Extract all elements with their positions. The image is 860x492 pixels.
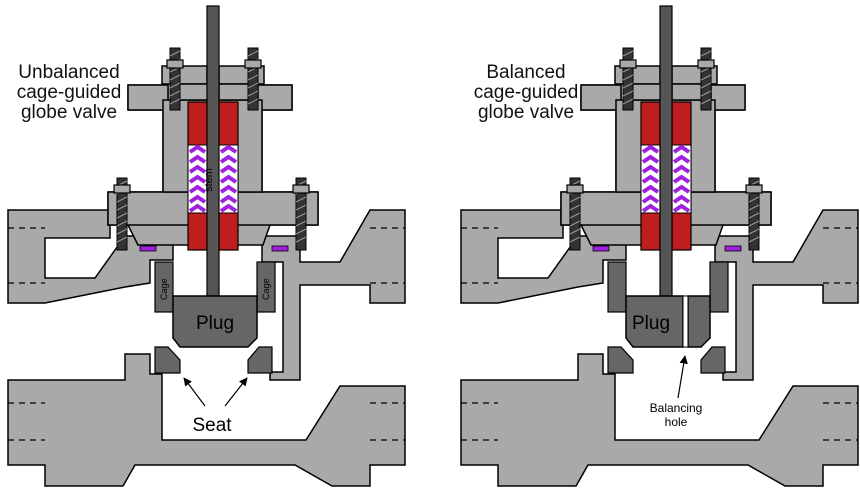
- right-plug-side: [687, 295, 711, 348]
- right-valve-title: Balanced cage-guided globe valve: [441, 63, 611, 123]
- right-plug-label: Plug: [632, 313, 670, 334]
- seat-label: Seat: [192, 415, 232, 436]
- balancing-hole-label-2: hole: [665, 415, 688, 429]
- seat-arrow-left: [183, 377, 206, 407]
- right-cage-right: [709, 261, 729, 313]
- left-title-line-2: cage-guided: [16, 82, 122, 103]
- left-cage-left: [154, 261, 174, 313]
- left-cage-right: [256, 261, 276, 313]
- left-title-line-1: Unbalanced: [18, 62, 120, 83]
- seat-arrow-right: [224, 377, 248, 407]
- balancing-hole: [682, 295, 689, 348]
- balancing-hole-arrow: [677, 355, 688, 399]
- left-plug-label: Plug: [196, 313, 234, 334]
- left-cage-label-1: Cage: [159, 278, 169, 300]
- stem-label: stem: [203, 168, 215, 192]
- right-plug: [625, 295, 684, 348]
- left-valve-title: Unbalanced cage-guided globe valve: [0, 63, 154, 123]
- right-title-line-3: globe valve: [477, 102, 575, 123]
- left-cage-label-2: Cage: [261, 278, 271, 300]
- right-title-line-2: cage-guided: [473, 82, 579, 103]
- right-valve: Plug Balancing hole: [459, 4, 860, 488]
- right-title-line-1: Balanced: [486, 62, 566, 83]
- left-title-line-3: globe valve: [20, 102, 118, 123]
- right-cage-left: [607, 261, 627, 313]
- left-plug: [172, 295, 258, 348]
- left-valve: Cage Cage Plug stem Seat: [6, 4, 407, 488]
- balancing-hole-label-1: Balancing: [650, 401, 703, 415]
